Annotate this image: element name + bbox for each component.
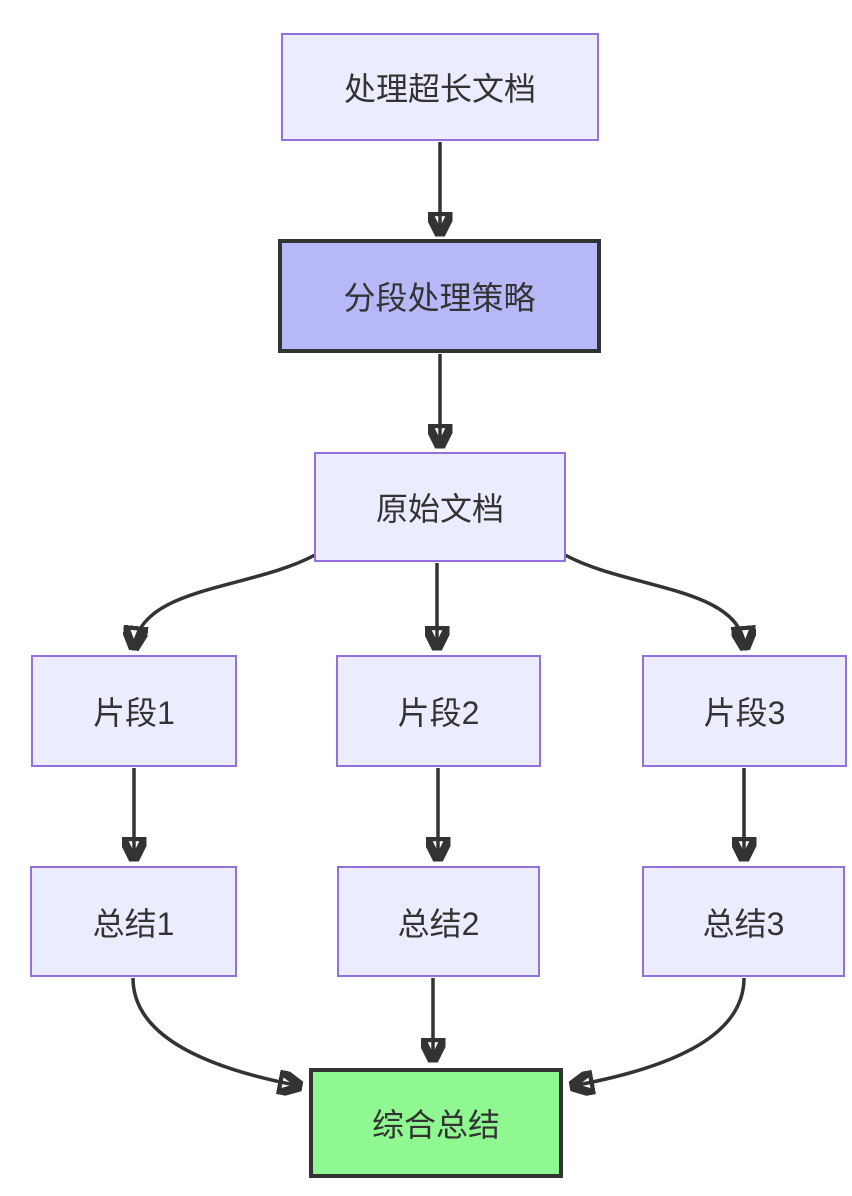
edge-original-to-fragment-1 — [134, 553, 316, 648]
node-label: 综合总结 — [371, 1107, 500, 1143]
node-label: 片段2 — [397, 695, 480, 731]
node-summary-1: 总结1 — [30, 866, 237, 977]
edge-summary-3-to-final — [572, 977, 746, 1086]
node-final-summary: 综合总结 — [309, 1068, 563, 1178]
node-segmentation-strategy: 分段处理策略 — [278, 239, 601, 353]
node-label: 总结1 — [92, 905, 175, 942]
node-fragment-2: 片段2 — [336, 655, 541, 767]
node-process-long-document: 处理超长文档 — [281, 33, 599, 141]
node-label: 片段1 — [93, 695, 175, 731]
node-summary-3: 总结3 — [642, 866, 845, 977]
node-label: 总结3 — [702, 905, 785, 942]
edge-summary-1-to-final — [131, 977, 300, 1086]
node-original-document: 原始文档 — [314, 452, 566, 562]
node-label: 分段处理策略 — [343, 280, 536, 316]
node-fragment-1: 片段1 — [31, 655, 237, 767]
node-label: 总结2 — [397, 905, 480, 942]
node-summary-2: 总结2 — [337, 866, 540, 977]
edge-original-to-fragment-3 — [564, 553, 745, 648]
node-label: 片段3 — [703, 695, 786, 731]
node-label: 处理超长文档 — [343, 71, 536, 107]
node-label: 原始文档 — [375, 491, 504, 527]
node-fragment-3: 片段3 — [642, 655, 847, 767]
